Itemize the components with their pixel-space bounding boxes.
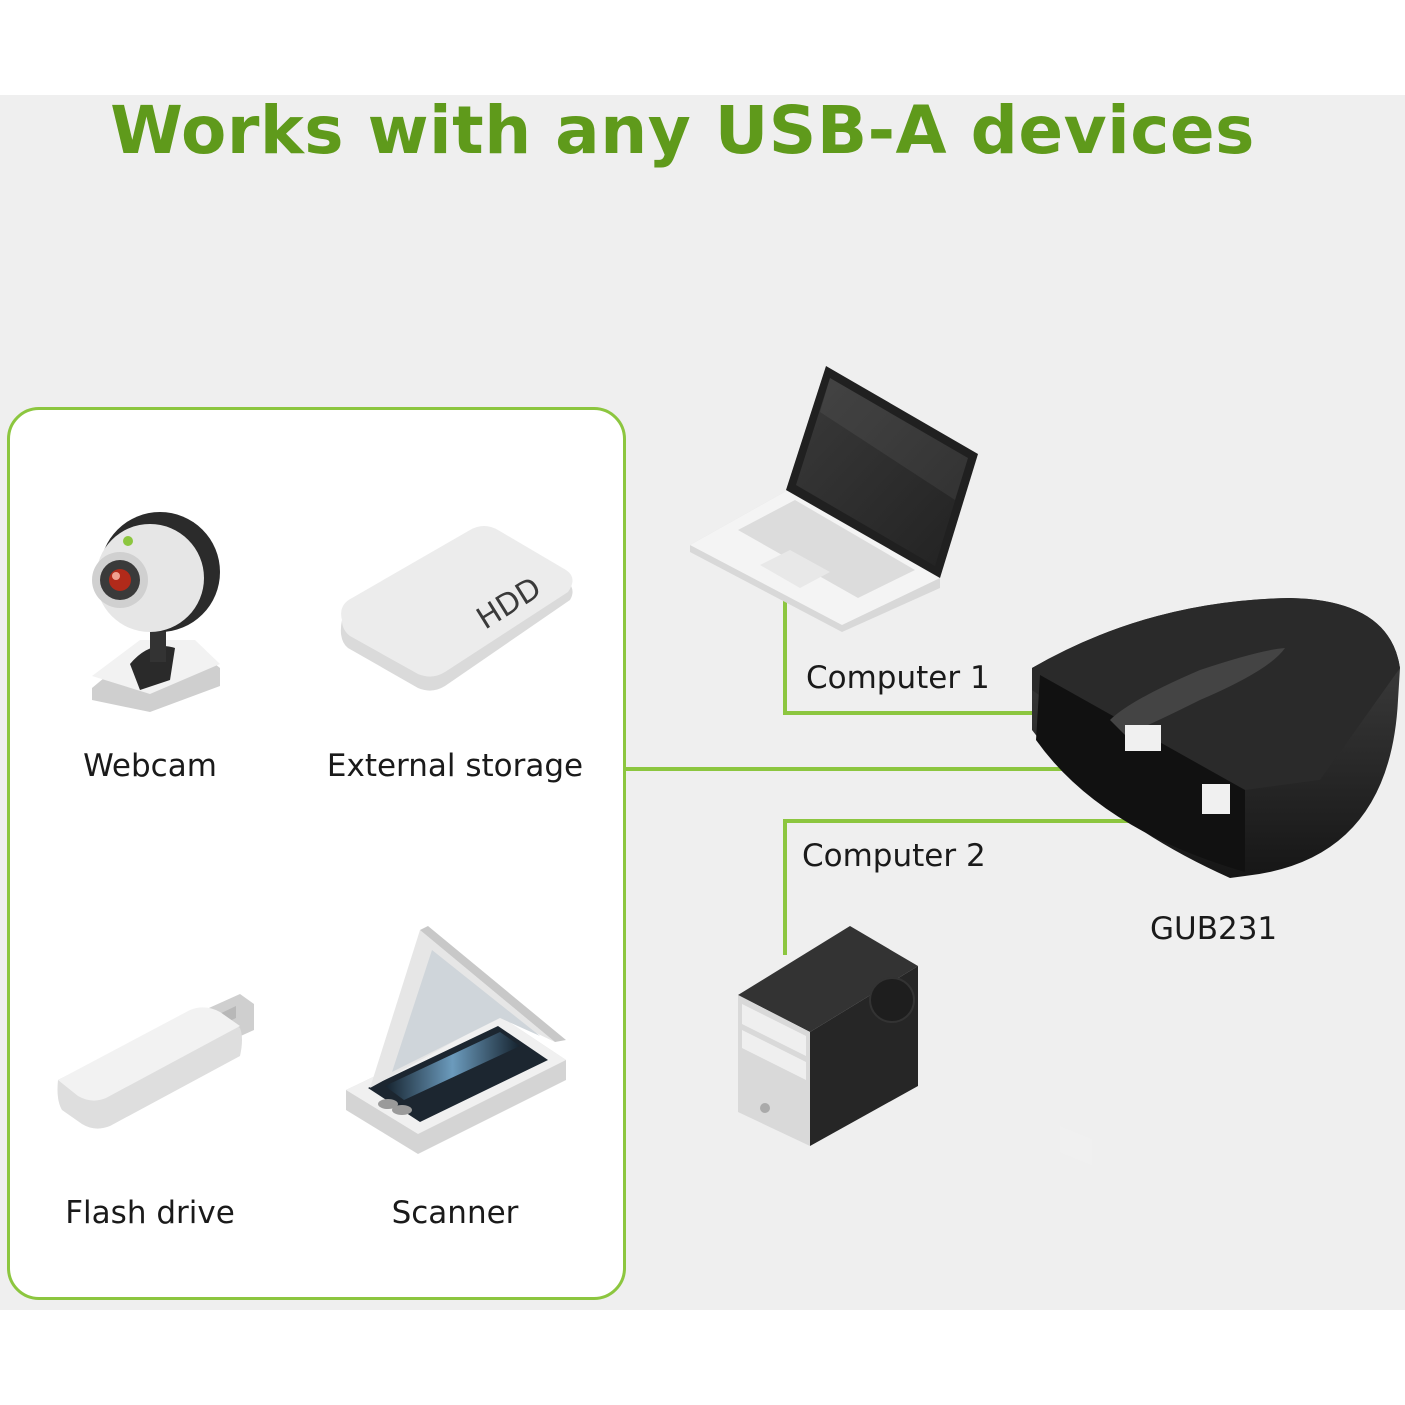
device-label-external-storage: External storage [326, 748, 584, 784]
scanner-icon [346, 926, 566, 1154]
flash-drive-icon [57, 994, 254, 1129]
device-label-scanner: Scanner [391, 1195, 519, 1231]
device-label-flash-drive: Flash drive [65, 1195, 235, 1231]
hdd-icon: HDD [340, 526, 573, 691]
page-title: Works with any USB-A devices [110, 92, 1255, 169]
connection-lines [624, 595, 1218, 955]
webcam-icon [92, 512, 220, 712]
desktop-tower-icon [738, 926, 918, 1146]
switch-model-label: GUB231 [1150, 911, 1278, 947]
device-label-webcam: Webcam [83, 748, 217, 784]
computer-1-label: Computer 1 [806, 660, 990, 696]
line-computer-1 [783, 595, 1065, 715]
usb-switch-icon [1032, 598, 1400, 1166]
line-computer-2 [783, 819, 1218, 955]
computer-2-label: Computer 2 [802, 838, 986, 874]
laptop-icon [690, 366, 978, 632]
